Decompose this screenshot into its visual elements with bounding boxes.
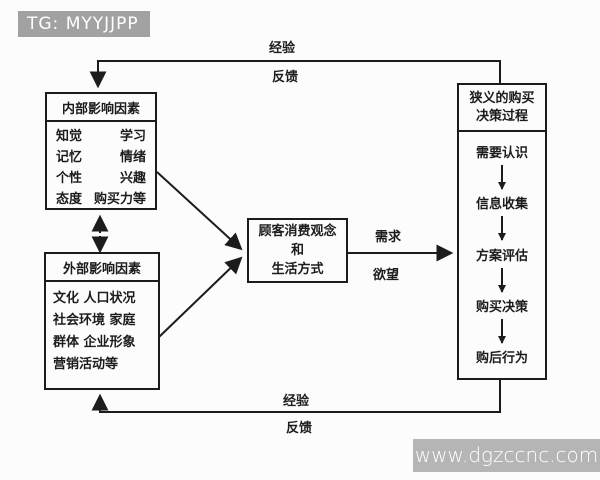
factor-line: 文化 人口状况 — [53, 291, 136, 306]
watermark-tg-badge: TG: MYYJJPP — [18, 11, 150, 37]
decision-step: 信息收集 — [475, 197, 528, 213]
factor-line: 社会环境 家庭 — [53, 313, 136, 328]
demand-label: 需求 — [375, 230, 402, 245]
down-arrow-icon — [498, 165, 506, 191]
desire-label: 欲望 — [373, 268, 400, 283]
factor-line: 营销活动等 — [53, 357, 119, 372]
internal-factors-list: 知觉 学习 记忆 情绪 个性 兴趣 态度 购买力等 — [47, 122, 155, 210]
feedback-label-bottom: 反馈 — [286, 421, 313, 436]
decision-process-title: 狭义的购买 决策过程 — [459, 85, 545, 132]
decision-step: 需要认识 — [475, 146, 528, 161]
decision-step: 方案评估 — [475, 248, 528, 264]
top-feedback-loop-line — [89, 60, 501, 89]
factor-row: 记忆 情绪 — [56, 147, 146, 168]
internal-factors-box: 内部影响因素 知觉 学习 记忆 情绪 个性 兴趣 态度 购买力等 — [45, 92, 157, 210]
internal-factors-title: 内部影响因素 — [47, 94, 155, 122]
concept-line: 生活方式 — [271, 262, 324, 277]
down-arrow-icon — [498, 318, 506, 344]
decision-steps-list: 需要认识 信息收集 方案评估 购买决策 购后行为 — [459, 132, 545, 378]
factor-item: 知觉 — [56, 129, 83, 144]
down-arrow-icon — [498, 267, 506, 293]
factor-item: 态度 — [56, 192, 83, 207]
consumer-concept-box: 顾客消费观念 和 生活方式 — [247, 218, 348, 283]
decision-step: 购后行为 — [475, 351, 528, 366]
concept-line: 和 — [290, 243, 304, 258]
internal-to-concept-arrow — [156, 171, 243, 251]
factor-row: 态度 购买力等 — [56, 189, 146, 210]
factor-item: 兴趣 — [119, 171, 146, 186]
external-to-concept-arrow — [158, 256, 243, 338]
factor-item: 个性 — [56, 171, 83, 186]
concept-line: 顾客消费观念 — [258, 224, 337, 239]
decision-process-box: 狭义的购买 决策过程 需要认识 信息收集 方案评估 购买决策 购后行为 — [457, 83, 547, 380]
factor-row: 个性 兴趣 — [56, 168, 146, 189]
down-arrow-icon — [498, 216, 506, 242]
factor-item: 记忆 — [56, 150, 83, 165]
experience-label-bottom: 经验 — [283, 394, 310, 409]
watermark-site-badge: www.dgzccnc.com — [413, 439, 600, 472]
factor-item: 学习 — [119, 129, 146, 144]
external-factors-title: 外部影响因素 — [46, 254, 158, 282]
bottom-feedback-loop-line — [91, 380, 501, 413]
decision-title-line: 狭义的购买 — [469, 91, 535, 106]
factor-item: 情绪 — [119, 150, 146, 165]
factor-item: 购买力等 — [93, 192, 146, 207]
decision-step: 购买决策 — [475, 299, 528, 315]
factor-line: 群体 企业形象 — [53, 335, 136, 350]
factor-row: 知觉 学习 — [56, 126, 146, 147]
external-factors-box: 外部影响因素 文化 人口状况 社会环境 家庭 群体 企业形象 营销活动等 — [44, 252, 160, 390]
external-factors-list: 文化 人口状况 社会环境 家庭 群体 企业形象 营销活动等 — [46, 282, 158, 376]
decision-title-line: 决策过程 — [475, 109, 528, 124]
feedback-label-top: 反馈 — [272, 70, 299, 85]
experience-label-top: 经验 — [269, 41, 296, 56]
